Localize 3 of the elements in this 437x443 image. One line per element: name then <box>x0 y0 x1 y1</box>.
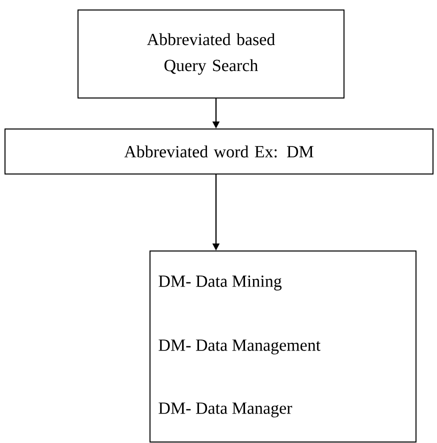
process-box: Abbreviated word Ex: DM <box>4 128 434 174</box>
process-box: Abbreviated based Query Search <box>78 10 344 98</box>
process-box: DM- Data Mining DM- Data Management DM- Data Manager <box>150 250 416 442</box>
